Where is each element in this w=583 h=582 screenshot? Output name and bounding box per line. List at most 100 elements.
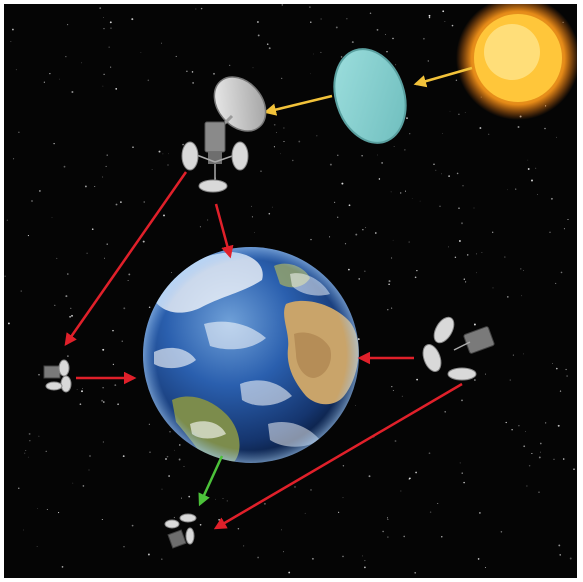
star bbox=[419, 200, 421, 202]
star bbox=[67, 24, 69, 26]
star bbox=[147, 553, 150, 556]
star bbox=[531, 179, 533, 182]
star bbox=[162, 153, 164, 155]
star bbox=[390, 191, 392, 193]
star bbox=[257, 34, 260, 37]
star bbox=[456, 172, 459, 175]
star bbox=[61, 566, 64, 568]
star bbox=[348, 204, 351, 207]
star bbox=[89, 455, 91, 457]
star bbox=[195, 8, 197, 10]
star bbox=[556, 367, 558, 370]
star bbox=[147, 79, 150, 82]
star bbox=[173, 516, 176, 519]
star bbox=[237, 527, 240, 530]
star bbox=[310, 73, 311, 75]
star bbox=[566, 375, 568, 377]
star bbox=[268, 47, 271, 50]
star bbox=[309, 6, 311, 8]
star bbox=[84, 185, 87, 188]
star bbox=[479, 127, 482, 129]
star bbox=[292, 159, 294, 162]
star bbox=[444, 21, 446, 22]
star bbox=[59, 78, 60, 80]
star bbox=[523, 445, 526, 448]
star bbox=[337, 216, 339, 218]
star bbox=[213, 72, 215, 75]
star bbox=[117, 403, 119, 406]
star bbox=[404, 190, 407, 192]
star bbox=[409, 133, 411, 135]
star bbox=[357, 338, 360, 341]
star bbox=[127, 279, 129, 281]
star bbox=[168, 153, 170, 155]
star bbox=[283, 551, 285, 553]
star bbox=[488, 133, 490, 135]
star bbox=[243, 545, 245, 547]
star bbox=[381, 162, 383, 164]
star bbox=[273, 123, 276, 126]
star bbox=[82, 485, 85, 487]
star bbox=[559, 554, 561, 556]
star bbox=[29, 440, 31, 442]
star bbox=[461, 222, 463, 225]
star bbox=[341, 182, 344, 185]
star bbox=[25, 450, 27, 451]
star bbox=[522, 270, 524, 271]
star bbox=[123, 546, 125, 548]
star bbox=[506, 296, 509, 298]
star bbox=[181, 497, 182, 499]
star bbox=[391, 385, 393, 388]
star bbox=[252, 67, 254, 69]
star bbox=[428, 14, 431, 17]
star bbox=[567, 219, 569, 220]
star bbox=[386, 517, 389, 519]
star bbox=[169, 431, 171, 433]
star bbox=[387, 309, 389, 311]
star bbox=[88, 469, 90, 471]
star bbox=[401, 395, 403, 397]
star bbox=[10, 41, 12, 42]
star bbox=[409, 477, 411, 480]
star bbox=[391, 257, 393, 259]
star bbox=[454, 256, 457, 259]
star bbox=[414, 571, 417, 574]
star bbox=[437, 502, 439, 505]
solar-reflector bbox=[333, 48, 407, 144]
star bbox=[81, 390, 83, 393]
star bbox=[477, 558, 480, 560]
star bbox=[484, 567, 486, 568]
star bbox=[115, 203, 118, 206]
star bbox=[334, 201, 336, 203]
star bbox=[392, 239, 394, 241]
star bbox=[158, 150, 161, 153]
star bbox=[355, 233, 358, 236]
star bbox=[71, 91, 74, 93]
star bbox=[188, 495, 191, 498]
star bbox=[518, 425, 520, 427]
star bbox=[165, 458, 167, 460]
star bbox=[538, 491, 540, 494]
star bbox=[522, 353, 524, 355]
star bbox=[441, 173, 443, 175]
star bbox=[329, 163, 332, 166]
star bbox=[382, 530, 384, 533]
star bbox=[101, 518, 103, 521]
star bbox=[122, 455, 125, 458]
star bbox=[76, 389, 78, 390]
star bbox=[310, 238, 312, 241]
star bbox=[458, 207, 460, 209]
star bbox=[179, 444, 181, 446]
relay-satellite-bottom bbox=[164, 513, 197, 549]
star bbox=[191, 71, 194, 73]
star bbox=[304, 512, 306, 514]
star bbox=[215, 498, 216, 500]
star bbox=[91, 228, 94, 231]
star bbox=[39, 190, 41, 192]
star bbox=[65, 295, 68, 298]
beam-collector-to-earth bbox=[214, 203, 234, 259]
star bbox=[251, 216, 253, 218]
star bbox=[463, 481, 465, 484]
star bbox=[400, 490, 402, 492]
star bbox=[281, 77, 283, 80]
